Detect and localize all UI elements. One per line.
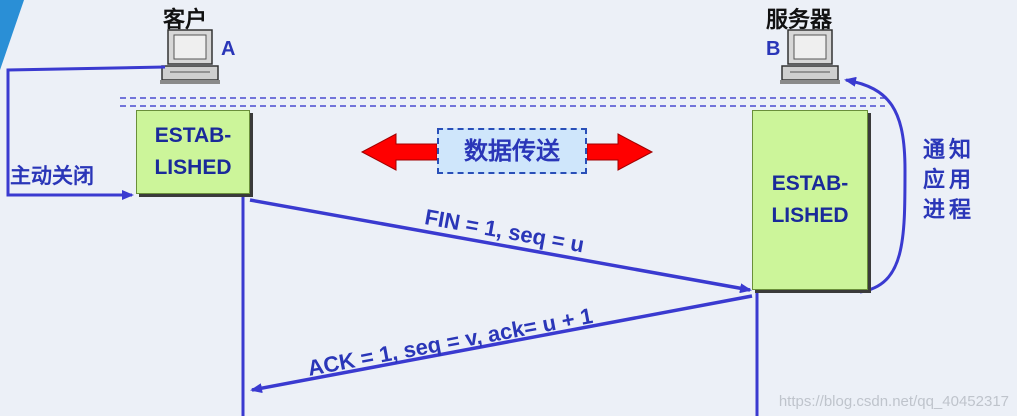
active-close-label: 主动关闭 <box>10 164 94 188</box>
client-computer-icon <box>160 29 220 84</box>
notify-app-char: 进 <box>922 198 945 223</box>
server-label: 服务器 <box>766 8 833 33</box>
client-label: 客户 <box>163 8 208 33</box>
notify-app-char: 应 <box>922 168 945 193</box>
notify-app-char: 用 <box>948 168 971 193</box>
watermark: https://blog.csdn.net/qq_40452317 <box>778 393 1009 410</box>
client-letter: A <box>221 38 236 60</box>
data-transfer-label: 数据传送 <box>437 128 587 174</box>
client-state-line2: LISHED <box>154 156 232 179</box>
notify-app-char: 知 <box>948 138 971 163</box>
client-state-box: ESTAB- LISHED <box>136 110 250 194</box>
notify-app-char: 通 <box>922 138 945 163</box>
server-state-box: ESTAB- LISHED <box>752 110 868 290</box>
notify-app-label-col2: 知用程 <box>948 136 972 226</box>
server-letter: B <box>766 38 781 60</box>
server-computer-icon <box>780 29 840 84</box>
ack-arrow <box>250 294 753 394</box>
fin-arrow <box>249 198 752 294</box>
active-close-arrow <box>6 65 166 200</box>
server-state-line1: ESTAB- <box>771 172 849 195</box>
notify-app-label: 通应进 <box>922 136 946 226</box>
accent-wedge <box>0 0 24 70</box>
server-state-line2: LISHED <box>771 204 849 227</box>
notify-app-char: 程 <box>948 198 971 223</box>
client-state-line1: ESTAB- <box>154 124 232 147</box>
notify-app-arrow <box>844 76 907 294</box>
